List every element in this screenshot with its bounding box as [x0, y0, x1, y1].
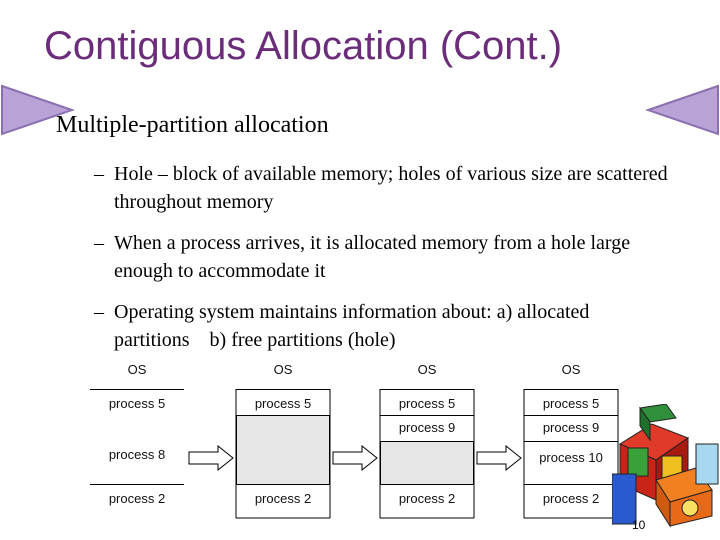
process-segment: process 5: [524, 389, 618, 416]
process-segment: process 8: [108, 447, 166, 462]
process-segment: process 5: [90, 389, 184, 452]
process-segment: process 5: [380, 389, 474, 416]
sub-bullet-3: – Operating system maintains information…: [94, 298, 596, 354]
sub-bullet-2: – When a process arrives, it is allocate…: [94, 229, 686, 285]
main-bullet: Multiple-partition allocation: [56, 112, 329, 138]
os-segment: OS: [127, 362, 147, 377]
memory-map-3: OS process 5 process 9 process 2: [380, 356, 474, 518]
transition-arrow-1: [188, 445, 234, 471]
bullet-dash: –: [94, 163, 104, 185]
sub-bullet-text: Operating system maintains information a…: [114, 301, 595, 351]
previous-slide-icon[interactable]: [0, 82, 76, 138]
transition-arrow-2: [332, 445, 378, 471]
process-segment: process 9: [524, 415, 618, 442]
toy-blocks-icon: [612, 404, 719, 528]
memory-map-1: OS process 5 process 8 process 2: [90, 356, 184, 518]
process-segment: process 5: [236, 389, 330, 416]
bullet-dash: –: [94, 301, 104, 323]
process-segment: process 2: [524, 484, 618, 519]
process-segment: process 2: [236, 484, 330, 519]
transition-arrow-3: [476, 445, 522, 471]
sub-bullet-1: – Hole – block of available memory; hole…: [94, 160, 696, 216]
os-segment: OS: [417, 362, 437, 377]
process-segment: process 9: [380, 415, 474, 442]
memory-map-2: OS process 5 process 2: [236, 356, 330, 518]
process-segment: process 2: [90, 484, 184, 519]
sub-bullet-text: When a process arrives, it is allocated …: [114, 232, 631, 282]
memory-map-4: OS process 5 process 9 process 10 proces…: [524, 356, 618, 518]
os-segment: OS: [273, 362, 293, 377]
sub-bullet-text: Hole – block of available memory; holes …: [114, 163, 668, 213]
bullet-dash: –: [94, 232, 104, 254]
process-segment: process 10: [524, 441, 618, 485]
page-number: 10: [632, 518, 646, 532]
slide-title: Contiguous Allocation (Cont.): [44, 24, 563, 68]
next-slide-icon[interactable]: [644, 82, 720, 138]
process-segment: process 2: [380, 484, 474, 519]
os-segment: OS: [561, 362, 581, 377]
